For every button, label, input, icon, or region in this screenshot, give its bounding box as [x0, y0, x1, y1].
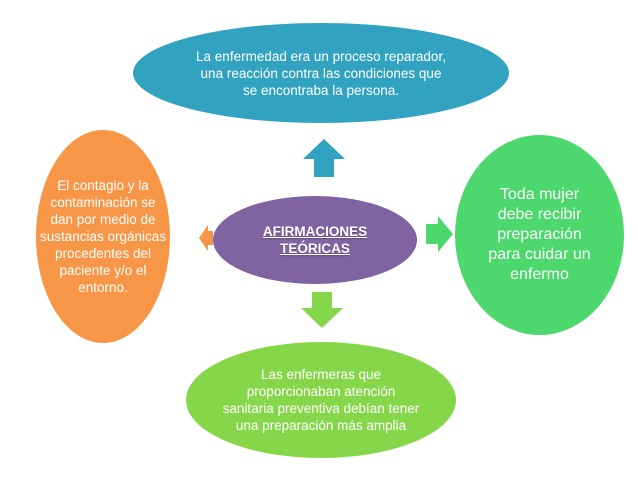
bottom-node-text: Las enfermeras que proporcionaban atenci…	[222, 367, 420, 433]
arrow-right-icon	[426, 216, 453, 252]
center-node: AFIRMACIONES TEÓRICAS	[213, 196, 417, 284]
left-node-text: El contagio y la contaminación se dan po…	[39, 178, 167, 295]
arrow-left-icon	[199, 225, 213, 251]
arrow-down-icon	[301, 292, 343, 328]
center-node-label: AFIRMACIONES TEÓRICAS	[262, 224, 368, 256]
bottom-node: Las enfermeras que proporcionaban atenci…	[186, 342, 456, 458]
top-node-text: La enfermedad era un proceso reparador, …	[196, 48, 446, 98]
right-node-text: Toda mujer debe recibir preparación para…	[488, 186, 591, 283]
arrow-up-icon	[303, 139, 345, 177]
right-node: Toda mujer debe recibir preparación para…	[455, 135, 624, 335]
top-node: La enfermedad era un proceso reparador, …	[133, 23, 509, 123]
left-node: El contagio y la contaminación se dan po…	[36, 130, 170, 343]
